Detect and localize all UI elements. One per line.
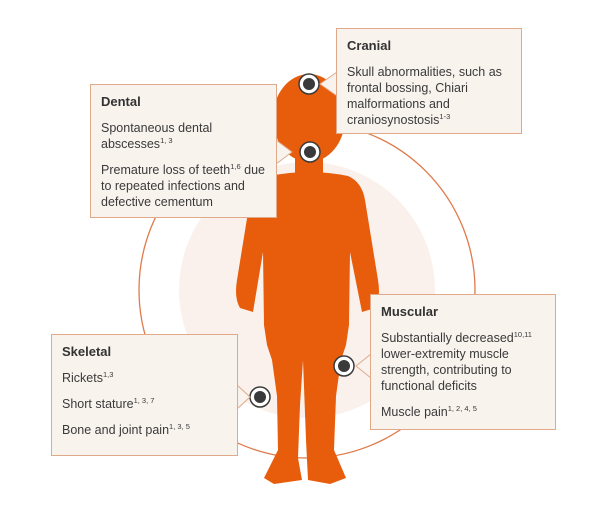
human-silhouette [236, 74, 379, 484]
dental-item: Spontaneous dental abscesses1, 3 [101, 121, 213, 151]
dental-title: Dental [101, 94, 141, 109]
muscular-item: Muscle pain1, 2, 4, 5 [381, 403, 477, 419]
skeletal-item: Short stature1, 3, 7 [62, 395, 155, 411]
skeletal-item: Bone and joint pain1, 3, 5 [62, 421, 190, 437]
skeletal-callout: Skeletal Rickets1,3 Short stature1, 3, 7… [51, 334, 238, 456]
callout-pointers [236, 71, 372, 410]
dental-callout: Dental Spontaneous dental abscesses1, 3 … [90, 84, 277, 218]
muscular-title: Muscular [381, 304, 439, 319]
marker-cranial [298, 73, 320, 95]
muscular-item: Substantially decreased10,11 lower-extre… [381, 329, 532, 393]
marker-skeletal [249, 386, 271, 408]
marker-dental [299, 141, 321, 163]
cranial-title: Cranial [347, 38, 392, 53]
dental-item: Premature loss of teeth1,6 due to repeat… [101, 161, 266, 209]
skeletal-item: Rickets1,3 [62, 369, 114, 385]
skeletal-title: Skeletal [62, 344, 112, 359]
cranial-item: Skull abnormalities, such as frontal bos… [347, 65, 502, 127]
cranial-callout: Cranial Skull abnormalities, such as fro… [336, 28, 522, 134]
marker-muscular [333, 355, 355, 377]
muscular-callout: Muscular Substantially decreased10,11 lo… [370, 294, 556, 430]
